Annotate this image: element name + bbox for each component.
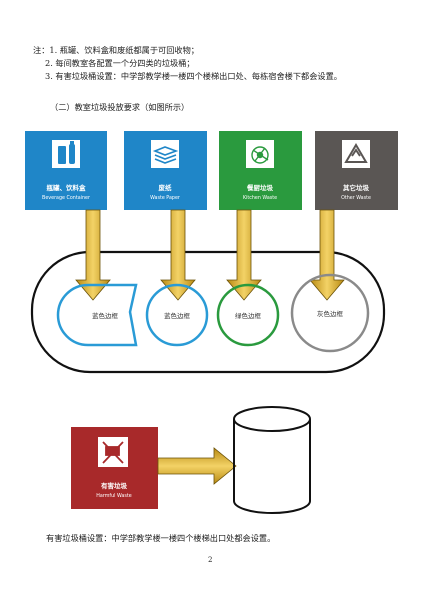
sign-en-kitchen: Kitchen Waste bbox=[243, 195, 277, 201]
sign-cn-paper: 废纸 bbox=[159, 183, 173, 192]
sign-cn-harmful: 有害垃圾 bbox=[101, 481, 128, 490]
sign-cn-kitchen: 餐厨垃圾 bbox=[246, 183, 274, 192]
sign-waste-paper: 废纸 Waste Paper bbox=[124, 131, 207, 210]
page-number: 2 bbox=[208, 556, 213, 564]
harmful-waste-icon bbox=[102, 441, 124, 464]
section-title: （二）教室垃圾投放要求（如图所示） bbox=[50, 102, 190, 112]
arrow-down-1 bbox=[75, 209, 111, 301]
sign-en-beverage: Beverage Container bbox=[42, 195, 90, 201]
rim-label-4: 灰色边框 bbox=[317, 309, 344, 318]
note-item-3: 3. 有害垃圾桶设置：中学部教学楼一楼四个楼梯出口处、每栋宿舍楼下都会设置。 bbox=[45, 71, 342, 81]
rim-label-2: 蓝色边框 bbox=[164, 311, 191, 320]
arrow-down-2 bbox=[160, 209, 196, 301]
sign-harmful-waste: 有害垃圾 Harmful Waste bbox=[71, 427, 158, 509]
sign-en-paper: Waste Paper bbox=[150, 195, 180, 201]
rim-label-3: 绿色边框 bbox=[235, 311, 262, 320]
rim-opening-4 bbox=[290, 273, 370, 353]
rim-opening-3 bbox=[216, 283, 280, 347]
sign-beverage-container: 瓶罐、饮料盒 Beverage Container bbox=[25, 131, 107, 210]
sign-cn-other: 其它垃圾 bbox=[343, 183, 370, 192]
notes-block: 注：1. 瓶罐、饮料盒和废纸都属于可回收物； 2. 每间教室各配置一个分四类的垃… bbox=[33, 44, 342, 83]
notes-prefix: 注： bbox=[33, 45, 50, 55]
rim-opening-1 bbox=[56, 283, 138, 347]
sign-kitchen-waste: 餐厨垃圾 Kitchen Waste bbox=[219, 131, 302, 210]
sign-cn-beverage: 瓶罐、饮料盒 bbox=[47, 183, 87, 192]
arrow-down-3 bbox=[226, 209, 262, 301]
paper-stack-icon bbox=[152, 146, 179, 164]
sign-en-other: Other Waste bbox=[341, 195, 371, 201]
rim-label-1: 蓝色边框 bbox=[92, 311, 119, 320]
recycle-triangle-icon bbox=[344, 143, 368, 163]
note-line-1: 注：1. 瓶罐、饮料盒和废纸都属于可回收物； bbox=[33, 44, 342, 57]
rim-opening-2 bbox=[145, 283, 209, 347]
note-line-3: 3. 有害垃圾桶设置：中学部教学楼一楼四个楼梯出口处、每栋宿舍楼下都会设置。 bbox=[33, 70, 342, 83]
arrow-right bbox=[157, 447, 237, 485]
bottle-can-icon bbox=[58, 141, 75, 164]
note-item-2: 2. 每间教室各配置一个分四类的垃圾桶； bbox=[45, 58, 195, 68]
sign-en-harmful: Harmful Waste bbox=[96, 493, 131, 499]
food-waste-icon bbox=[251, 146, 269, 164]
bin-outline bbox=[30, 250, 386, 374]
arrow-down-4 bbox=[309, 209, 345, 301]
note-line-2: 2. 每间教室各配置一个分四类的垃圾桶； bbox=[33, 57, 342, 70]
harmful-bin-note: 有害垃圾桶设置：中学部教学楼一楼四个楼梯出口处都会设置。 bbox=[46, 533, 276, 543]
harmful-bin-cylinder bbox=[233, 406, 311, 514]
sign-other-waste: 其它垃圾 Other Waste bbox=[315, 131, 398, 210]
note-item-1: 1. 瓶罐、饮料盒和废纸都属于可回收物； bbox=[49, 45, 199, 55]
